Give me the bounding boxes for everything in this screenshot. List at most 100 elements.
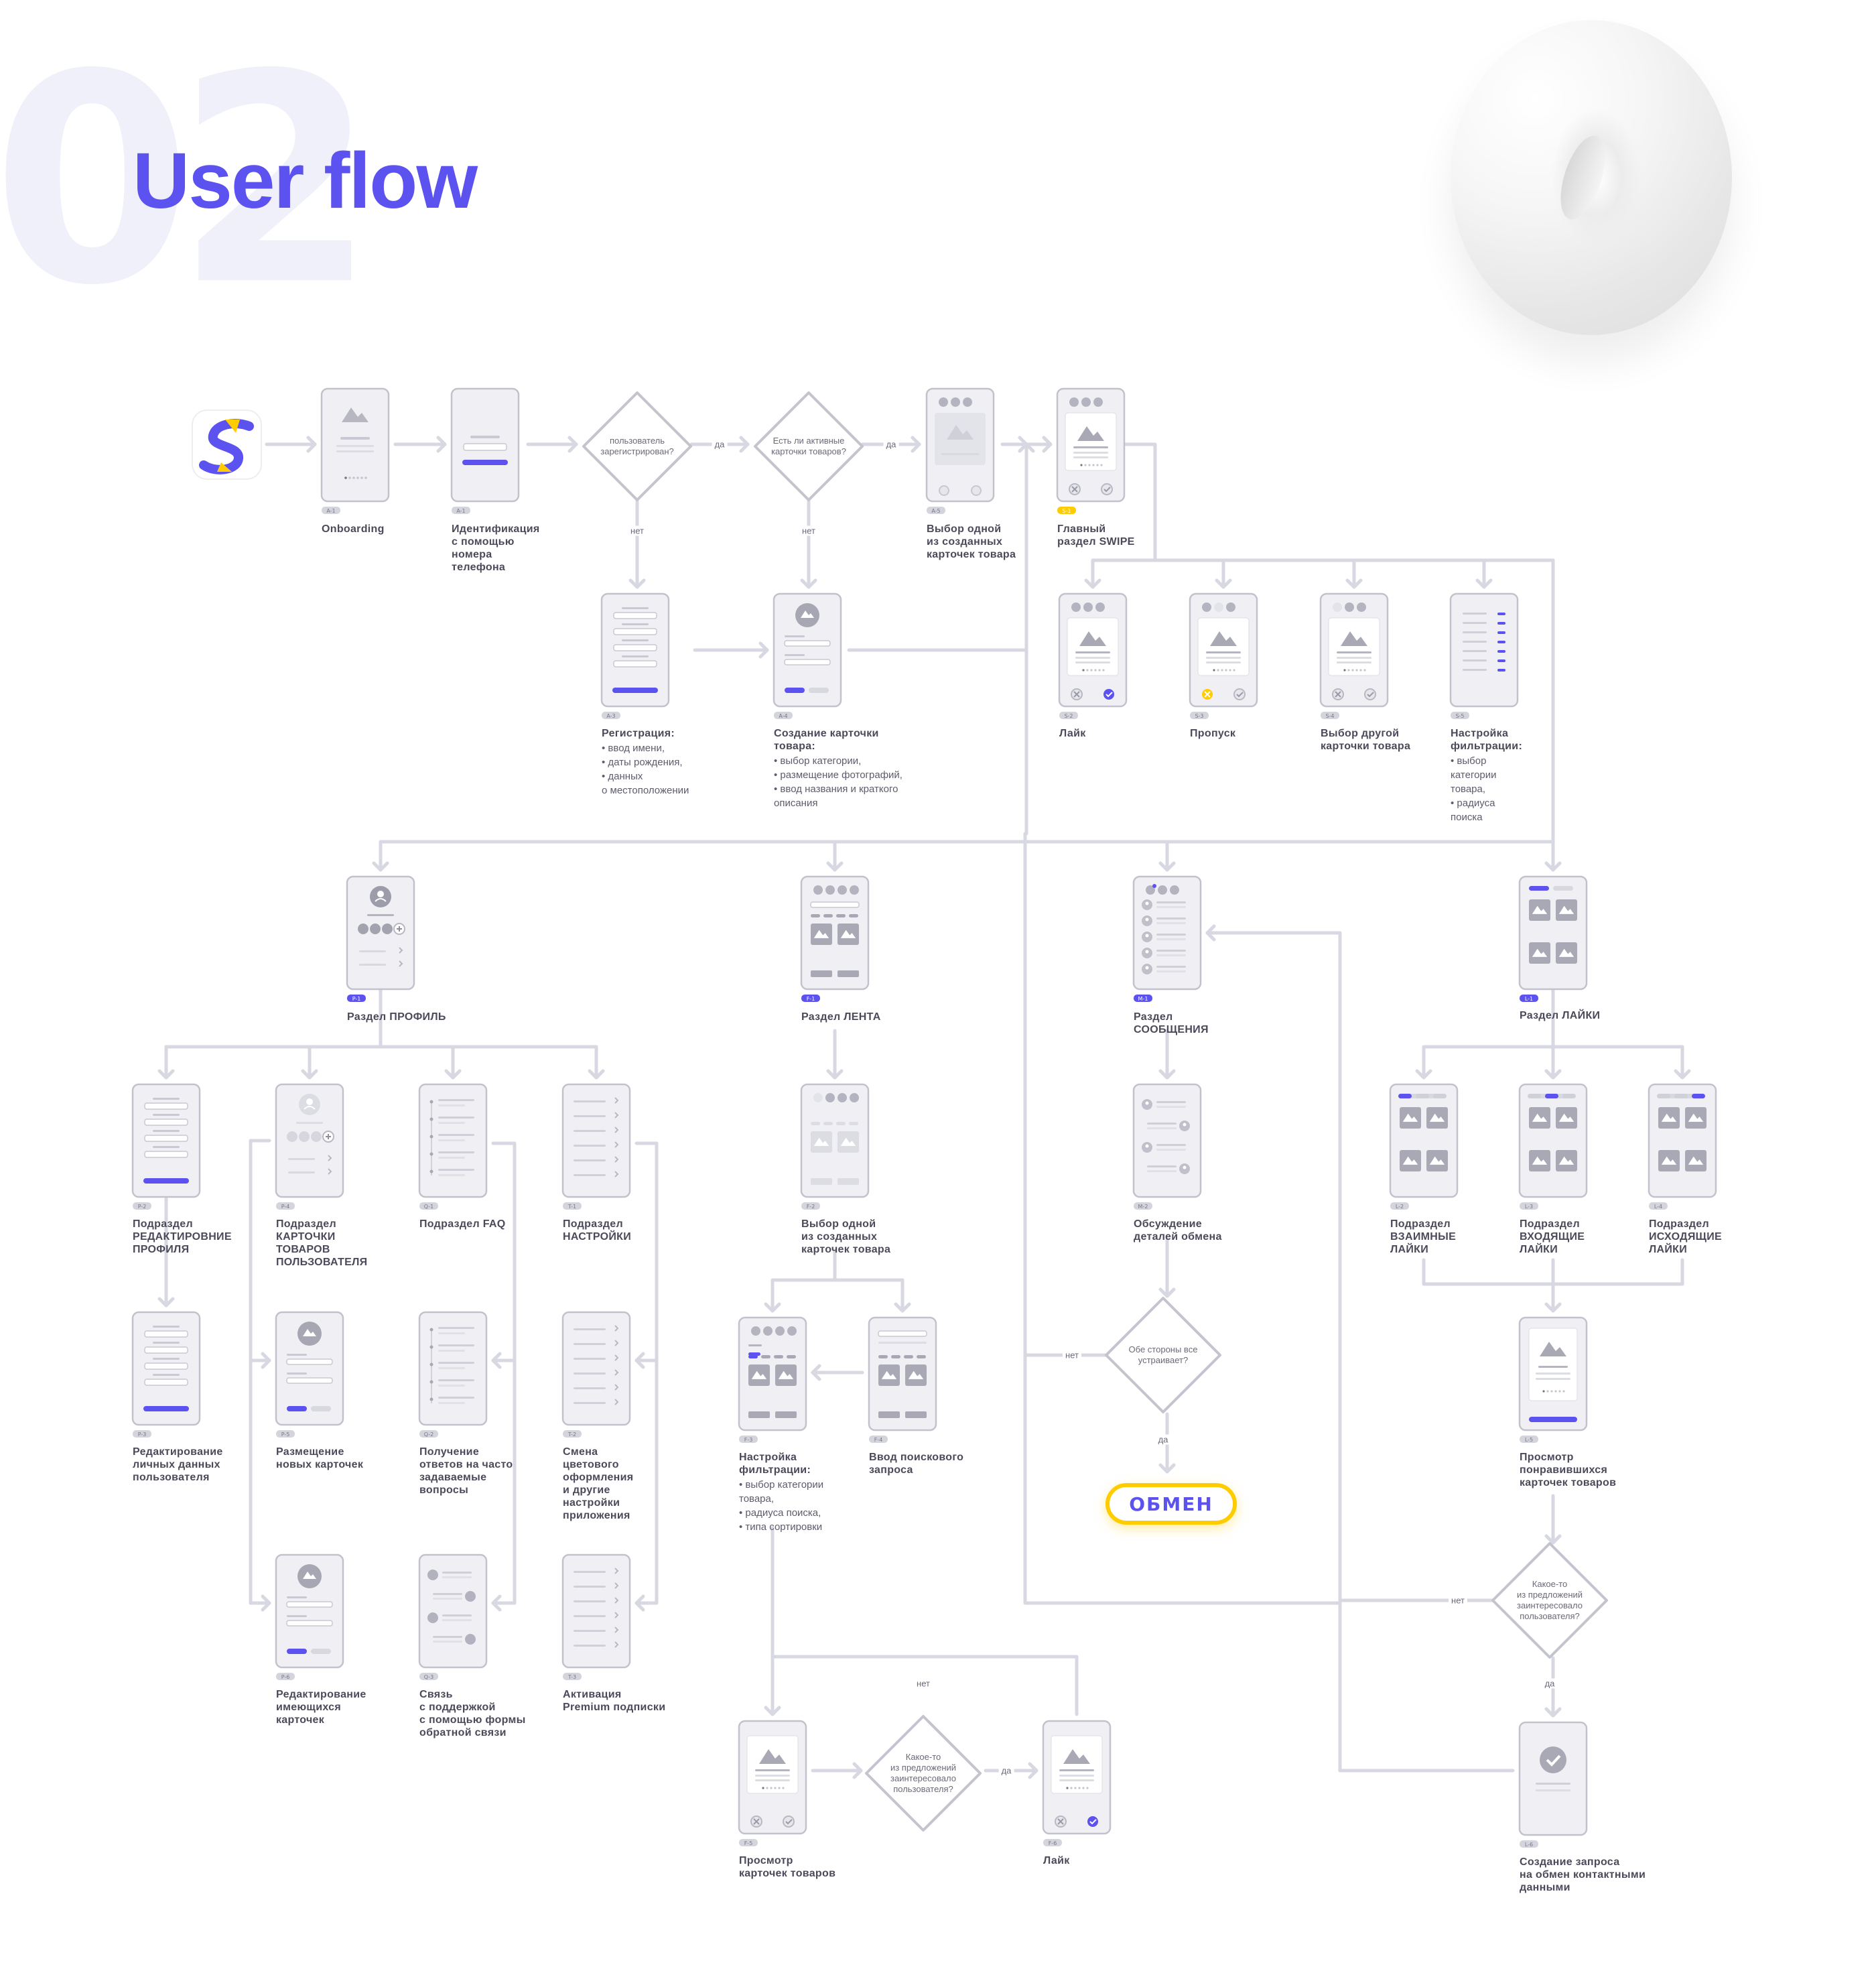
svg-text:P-1: P-1 [352,996,361,1002]
svg-text:T-2: T-2 [567,1431,576,1438]
screen-A-4: A-4 [773,592,842,719]
screen-L-1: L-1 [1518,875,1588,1002]
screen-A-5: A-5 [925,387,995,514]
svg-text:S-5: S-5 [1455,713,1464,719]
svg-text:L-1: L-1 [1525,996,1533,1002]
screen-S-4: S-4 [1319,592,1389,719]
screen-P-3: P-3 [131,1311,201,1438]
svg-text:L-3: L-3 [1525,1204,1533,1210]
edge-label-yes: да [1155,1434,1171,1445]
svg-text:T-1: T-1 [567,1204,576,1210]
svg-text:P-3: P-3 [138,1431,147,1438]
screen-T-1: T-1 [561,1083,631,1210]
edge-label-no: нет [799,525,818,536]
svg-text:F-1: F-1 [807,996,815,1002]
svg-text:P-2: P-2 [138,1204,147,1210]
screen-Q-1: Q-1 [418,1083,488,1210]
svg-text:A-1: A-1 [326,508,335,514]
screen-M-2: M-2 [1132,1083,1202,1210]
edge-label-no: нет [914,1678,933,1689]
screen-F-3: F-3 [738,1316,807,1443]
node-title-A-3: Регистрация: [602,728,675,739]
svg-text:A-4: A-4 [779,713,787,719]
svg-text:M-1: M-1 [1138,996,1148,1002]
screen-T-3: T-3 [561,1553,631,1680]
screen-S-1: S-1 [1056,387,1126,514]
svg-text:F-6: F-6 [1049,1840,1057,1846]
svg-text:T-3: T-3 [567,1674,576,1680]
screen-P-4: P-4 [275,1083,344,1210]
edge-label-yes: да [883,439,899,450]
decision-diamond [1105,1297,1221,1413]
svg-text:A-3: A-3 [606,713,615,719]
screen-Q-2: Q-2 [418,1311,488,1438]
svg-text:P-4: P-4 [281,1204,290,1210]
decision-diamond [865,1715,982,1832]
svg-text:F-3: F-3 [744,1437,753,1443]
screen-T-2: T-2 [561,1311,631,1438]
node-title-P-1: Раздел ПРОФИЛЬ [347,1011,446,1023]
svg-text:L-4: L-4 [1654,1204,1662,1210]
edge-label-yes: да [712,439,728,450]
edge-label-no: нет [628,525,647,536]
screen-F-1: F-1 [800,875,870,1002]
svg-text:Q-2: Q-2 [424,1431,434,1438]
edge-label-no: нет [1449,1595,1467,1606]
svg-text:F-4: F-4 [874,1437,883,1443]
decision-diamond [582,391,692,501]
screen-F-4: F-4 [868,1316,937,1443]
screen-S-5: S-5 [1449,592,1519,719]
node-title-F-1: Раздел ЛЕНТА [801,1011,881,1023]
node-title-L-1: Раздел ЛАЙКИ [1520,1010,1601,1021]
screen-S-3: S-3 [1189,592,1258,719]
svg-text:L-2: L-2 [1396,1204,1404,1210]
screen-F-5: F-5 [738,1720,807,1846]
edge-label-yes: да [1542,1678,1558,1689]
edge-label-yes: да [998,1765,1014,1776]
svg-text:M-2: M-2 [1138,1204,1148,1210]
screen-L-4: L-4 [1648,1083,1717,1210]
screen-P-2: P-2 [131,1083,201,1210]
screen-L-6: L-6 [1518,1721,1588,1848]
svg-text:L-6: L-6 [1525,1842,1533,1848]
screen-Q-3: Q-3 [418,1553,488,1680]
svg-text:F-2: F-2 [807,1204,815,1210]
page-title: User flow [133,137,478,225]
svg-text:P-5: P-5 [281,1431,290,1438]
svg-text:A-5: A-5 [931,508,940,514]
node-title-S-3: Пропуск [1190,728,1236,739]
svg-text:S-1: S-1 [1062,508,1071,514]
screen-L-5: L-5 [1518,1316,1588,1443]
screen-A-1: A-1 [320,387,390,514]
svg-text:A-1: A-1 [456,508,465,514]
node-title-Q-1: Подраздел FAQ [419,1218,506,1230]
svg-text:P-6: P-6 [281,1674,290,1680]
edge-label-no: нет [1063,1350,1081,1360]
exchange-terminal: ОБМЕН [1106,1483,1237,1525]
